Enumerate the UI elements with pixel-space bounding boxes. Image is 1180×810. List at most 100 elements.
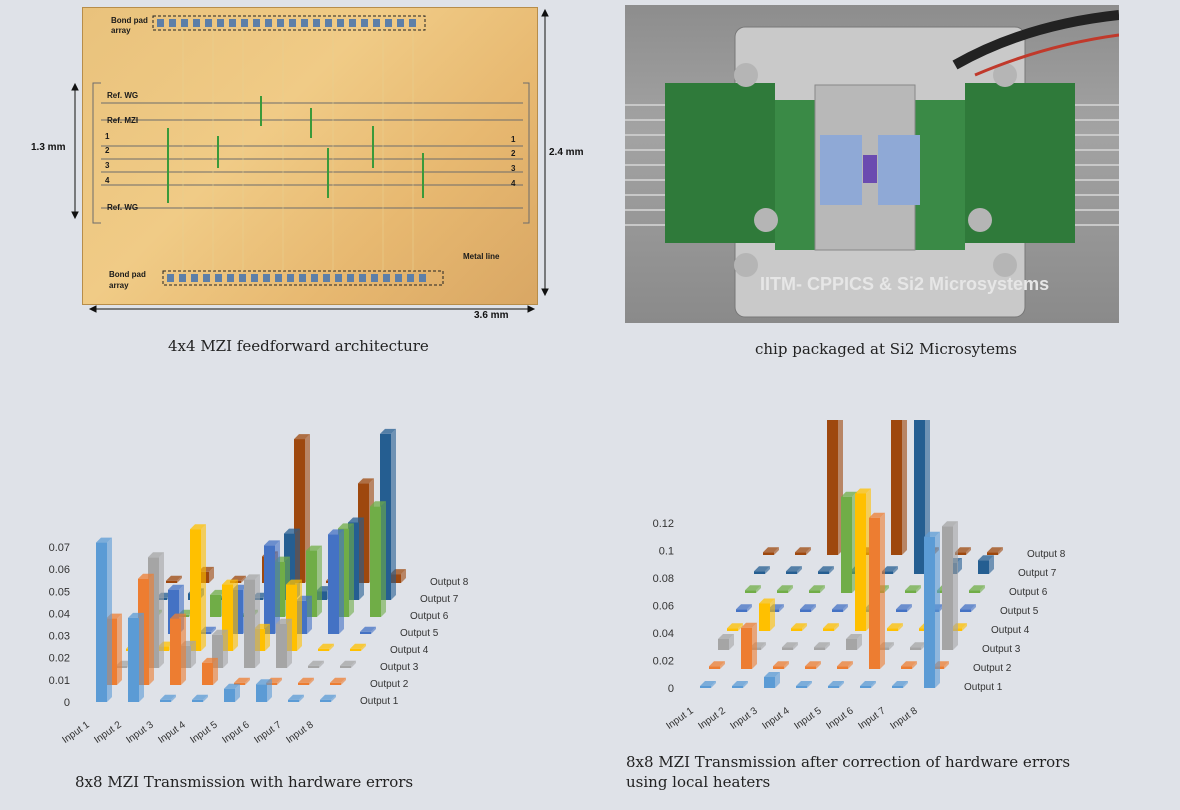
bond-pad — [241, 19, 248, 27]
bar-side — [848, 661, 853, 669]
y-tick-label: 0.12 — [653, 518, 674, 530]
bond-pad — [253, 19, 260, 27]
bond-pad — [289, 19, 296, 27]
bond-pad — [335, 274, 342, 282]
bar-side — [107, 537, 112, 702]
bond-pad — [301, 19, 308, 27]
chip-caption: 4x4 MZI feedforward architecture — [168, 337, 429, 355]
bond-pad — [263, 274, 270, 282]
bond-pad — [409, 19, 416, 27]
bar — [773, 666, 784, 669]
y-tick-label: 0.04 — [49, 608, 70, 620]
bar-side — [807, 681, 812, 688]
bar — [910, 647, 921, 650]
bar-side — [351, 660, 356, 668]
bar — [256, 684, 267, 702]
metal-line-label: Metal line — [463, 252, 500, 261]
bond-pad — [397, 19, 404, 27]
bar — [330, 682, 341, 685]
bar-side — [998, 547, 1003, 555]
bar-side — [779, 604, 784, 612]
bond-pad — [371, 274, 378, 282]
bar-top — [96, 537, 112, 543]
bond-pad — [275, 274, 282, 282]
bar — [777, 590, 788, 593]
bar-side — [843, 604, 848, 612]
bar-side — [971, 604, 976, 612]
bond-pads — [157, 19, 426, 282]
series-label: Output 5 — [1000, 606, 1039, 617]
category-label: Input 4 — [760, 705, 792, 732]
bar-top — [924, 531, 940, 537]
bond-pad-label-bottom-2: array — [109, 281, 129, 290]
bond-pad — [311, 274, 318, 282]
ref-mzi-label: Ref. MZI — [107, 116, 139, 125]
bar-top — [244, 574, 260, 580]
bond-pad — [395, 274, 402, 282]
bar-top — [308, 660, 324, 666]
bar — [891, 420, 902, 555]
series-label: Output 7 — [1018, 568, 1057, 579]
package-engraving: IITM- CPPICS & Si2 Microsystems — [760, 274, 1049, 294]
bar-side — [213, 657, 218, 685]
bar — [896, 609, 907, 612]
bar-top — [796, 681, 812, 686]
category-label: Input 8 — [888, 705, 920, 732]
bar-top — [718, 634, 734, 639]
bar-side — [944, 661, 949, 669]
bond-pad-array-top — [152, 15, 426, 31]
bar-top — [809, 585, 825, 591]
bar — [166, 580, 177, 583]
port-left-3: 3 — [105, 161, 110, 170]
port-left-1: 1 — [105, 132, 110, 141]
category-label: Input 7 — [856, 705, 888, 732]
category-label: Input 8 — [284, 719, 316, 746]
bar-top — [256, 679, 272, 685]
bar-top — [709, 661, 725, 667]
bar — [791, 628, 802, 631]
bar-side — [788, 585, 793, 593]
bar-side — [177, 575, 182, 583]
bar-side — [729, 634, 734, 650]
bond-pad — [323, 274, 330, 282]
series-label: Output 1 — [360, 696, 399, 707]
bar-side — [889, 642, 894, 650]
bar-top — [814, 642, 830, 648]
category-label: Input 3 — [124, 719, 156, 746]
bar-side — [720, 661, 725, 669]
bar — [202, 662, 213, 685]
bar-top — [855, 488, 871, 494]
category-label: Input 2 — [696, 705, 728, 732]
category-label: Input 6 — [220, 719, 252, 746]
y-tick-label: 0.07 — [49, 542, 70, 554]
bar-top — [128, 612, 144, 618]
bar — [805, 666, 816, 669]
series-label: Output 2 — [973, 663, 1012, 674]
bar-side — [903, 681, 908, 688]
bar-side — [235, 683, 240, 702]
y-tick-label: 0.06 — [49, 564, 70, 576]
bar-top — [160, 694, 176, 700]
bar-side — [209, 566, 214, 583]
bar-top — [306, 545, 322, 551]
bar-top — [350, 643, 366, 649]
bar-side — [159, 552, 164, 668]
bar-top — [869, 512, 885, 518]
bar-top — [338, 523, 354, 529]
bar — [370, 506, 381, 617]
bar-top — [727, 623, 743, 629]
bond-pad — [229, 19, 236, 27]
bar — [809, 590, 820, 593]
bar-top — [782, 642, 798, 648]
bar-top — [901, 661, 917, 667]
bar-top — [370, 501, 386, 507]
bar-side — [747, 604, 752, 612]
bar-side — [117, 613, 122, 685]
bar-side — [871, 681, 876, 688]
bar-top — [328, 529, 344, 535]
bar-top — [892, 681, 908, 686]
y-tick-label: 0.02 — [653, 656, 674, 668]
port-right-4: 4 — [511, 179, 516, 188]
bar — [264, 545, 275, 634]
